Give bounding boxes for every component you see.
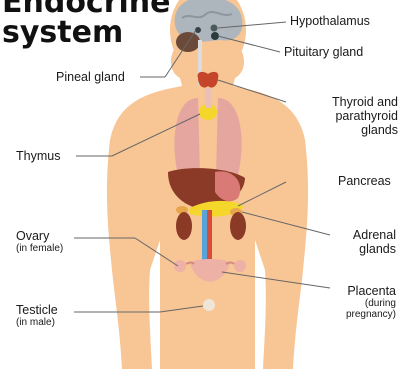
label-placenta-sub-2: pregnancy) xyxy=(346,309,396,320)
label-testicle-main: Testicle xyxy=(16,303,58,317)
label-testicle: Testicle (in male) xyxy=(16,303,58,328)
label-adrenal-glands: Adrenal glands xyxy=(353,228,396,256)
label-thymus: Thymus xyxy=(16,149,60,163)
label-thyroid: Thyroid and parathyroid glands xyxy=(332,95,398,137)
label-hypothalamus: Hypothalamus xyxy=(290,14,370,28)
ovary-right xyxy=(234,260,246,272)
ovary-left xyxy=(174,260,186,272)
label-placenta-sub-1: (during xyxy=(346,298,396,309)
label-thyroid-line-1: Thyroid and xyxy=(332,95,398,109)
kidney-left xyxy=(176,212,192,240)
label-ovary-main: Ovary xyxy=(16,229,63,243)
label-ovary: Ovary (in female) xyxy=(16,229,63,254)
label-adrenal-line-2: glands xyxy=(353,242,396,256)
label-thyroid-line-2: parathyroid xyxy=(332,109,398,123)
label-pituitary-gland: Pituitary gland xyxy=(284,45,363,59)
label-thyroid-line-3: glands xyxy=(332,123,398,137)
label-pineal-gland: Pineal gland xyxy=(56,70,125,84)
label-testicle-sub: (in male) xyxy=(16,317,58,328)
thyroid xyxy=(198,72,219,88)
label-ovary-sub: (in female) xyxy=(16,243,63,254)
kidney-right xyxy=(230,212,246,240)
label-adrenal-line-1: Adrenal xyxy=(353,228,396,242)
label-pancreas: Pancreas xyxy=(338,174,391,188)
label-placenta: Placenta (during pregnancy) xyxy=(346,284,396,320)
label-placenta-main: Placenta xyxy=(346,284,396,298)
pituitary-gland xyxy=(211,32,219,40)
hypothalamus xyxy=(211,25,218,32)
testicle xyxy=(203,299,215,311)
